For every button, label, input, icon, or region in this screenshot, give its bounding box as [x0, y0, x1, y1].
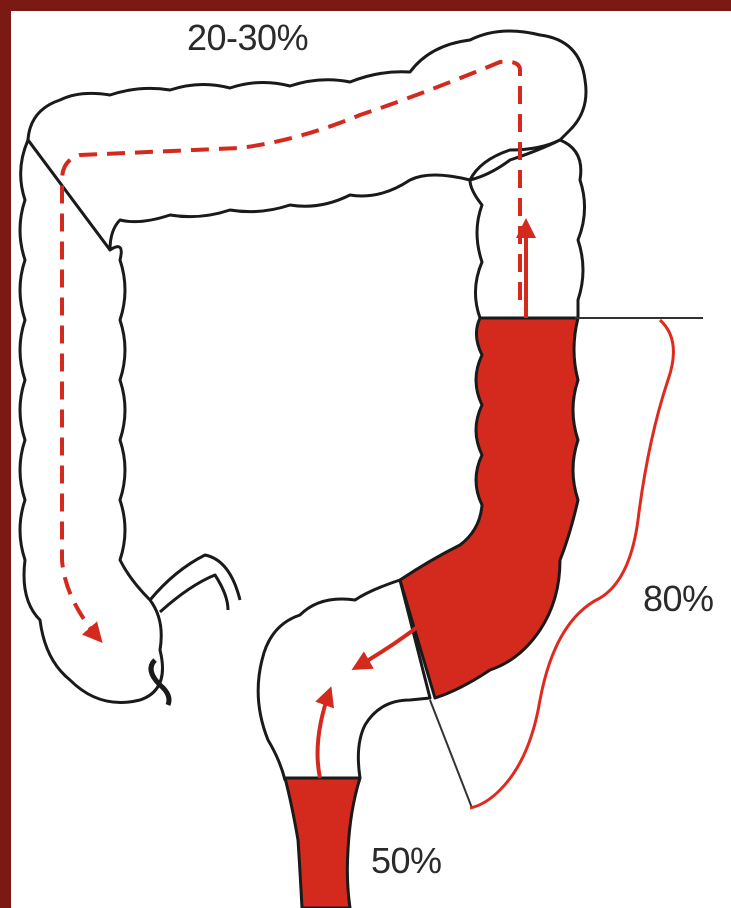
ileum — [150, 555, 240, 600]
label-rectum: 50% — [371, 843, 442, 879]
sigmoid-colon — [258, 580, 430, 780]
label-transverse: 20-30% — [187, 20, 308, 56]
ascending-colon — [20, 140, 163, 703]
label-left-colon: 80% — [643, 581, 714, 617]
level-line-bottom — [430, 700, 472, 808]
filled-descending-colon — [400, 318, 578, 698]
filled-rectum — [285, 778, 360, 908]
